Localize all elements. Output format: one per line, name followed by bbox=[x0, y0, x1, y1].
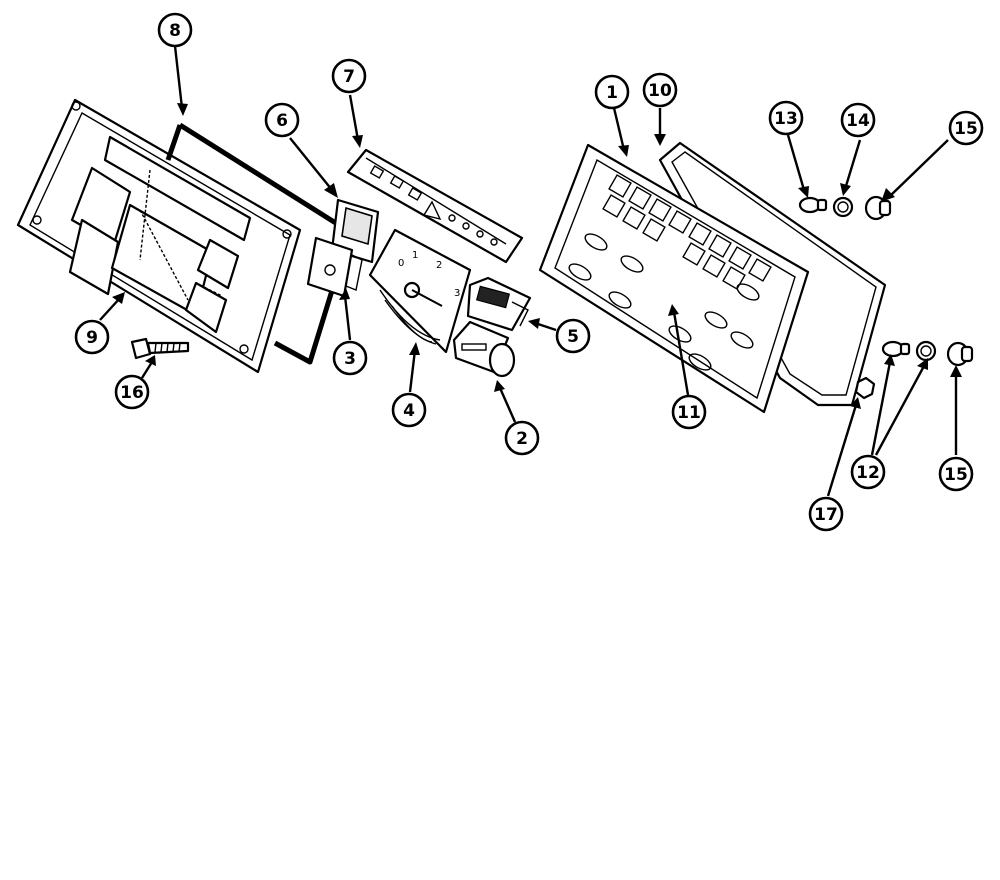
callout-label: 16 bbox=[120, 383, 144, 403]
callout-label: 13 bbox=[774, 109, 798, 129]
callout-1: 1 bbox=[594, 74, 630, 110]
callout-5: 5 bbox=[555, 318, 591, 354]
callout-label: 11 bbox=[677, 403, 701, 423]
callout-14: 14 bbox=[840, 102, 876, 138]
bolt-part-16 bbox=[130, 337, 190, 360]
callout-label: 3 bbox=[344, 349, 356, 369]
callout-label: 2 bbox=[516, 429, 528, 449]
callout-label: 14 bbox=[846, 111, 870, 131]
callout-15-lower: 15 bbox=[938, 456, 974, 492]
callout-10: 10 bbox=[642, 72, 678, 108]
bulb-holder-part-14 bbox=[832, 196, 854, 218]
callout-label: 7 bbox=[343, 67, 355, 87]
callout-9: 9 bbox=[74, 319, 110, 355]
callout-13: 13 bbox=[768, 100, 804, 136]
callout-17: 17 bbox=[808, 496, 844, 532]
callout-label: 10 bbox=[648, 81, 672, 101]
callout-2: 2 bbox=[504, 420, 540, 456]
bulb-part-12-lower bbox=[881, 340, 911, 358]
front-bezel-part-9 bbox=[16, 98, 302, 374]
callout-3: 3 bbox=[332, 340, 368, 376]
callout-6: 6 bbox=[264, 102, 300, 138]
seal-gasket-part-8 bbox=[165, 122, 353, 365]
callout-15-upper: 15 bbox=[948, 110, 984, 146]
module-part-5 bbox=[466, 276, 532, 332]
leader-lines bbox=[99, 45, 962, 497]
callout-label: 4 bbox=[403, 401, 415, 421]
callout-8: 8 bbox=[157, 12, 193, 48]
gauge-part-4: 0 1 2 3 bbox=[368, 228, 472, 354]
gauge-scale-label: 2 bbox=[436, 260, 442, 271]
callout-label: 5 bbox=[567, 327, 579, 347]
gauge-scale-label: 1 bbox=[412, 250, 418, 261]
callout-label: 15 bbox=[954, 119, 978, 139]
callout-label: 6 bbox=[276, 111, 288, 131]
callout-11: 11 bbox=[671, 394, 707, 430]
gauge-scale-label: 0 bbox=[398, 258, 404, 269]
cap-part-15-upper bbox=[864, 195, 892, 221]
nut-part-17 bbox=[854, 376, 876, 400]
callout-label: 15 bbox=[944, 465, 968, 485]
bulb-part-13 bbox=[798, 196, 828, 214]
housing-part-1 bbox=[538, 143, 810, 414]
callout-7: 7 bbox=[331, 58, 367, 94]
hourmeter-part-2 bbox=[452, 320, 516, 378]
callout-label: 9 bbox=[86, 328, 98, 348]
callout-label: 12 bbox=[856, 463, 880, 483]
cap-part-15-lower bbox=[946, 341, 974, 367]
gauge-scale-label: 3 bbox=[454, 288, 460, 299]
callout-4: 4 bbox=[391, 392, 427, 428]
callout-label: 1 bbox=[606, 83, 618, 103]
warning-lamp-panel-part-7 bbox=[346, 148, 524, 264]
bulb-holder-part-12-lower bbox=[915, 340, 937, 362]
callout-16: 16 bbox=[114, 374, 150, 410]
callout-label: 8 bbox=[169, 21, 181, 41]
callout-12: 12 bbox=[850, 454, 886, 490]
callout-label: 17 bbox=[814, 505, 838, 525]
